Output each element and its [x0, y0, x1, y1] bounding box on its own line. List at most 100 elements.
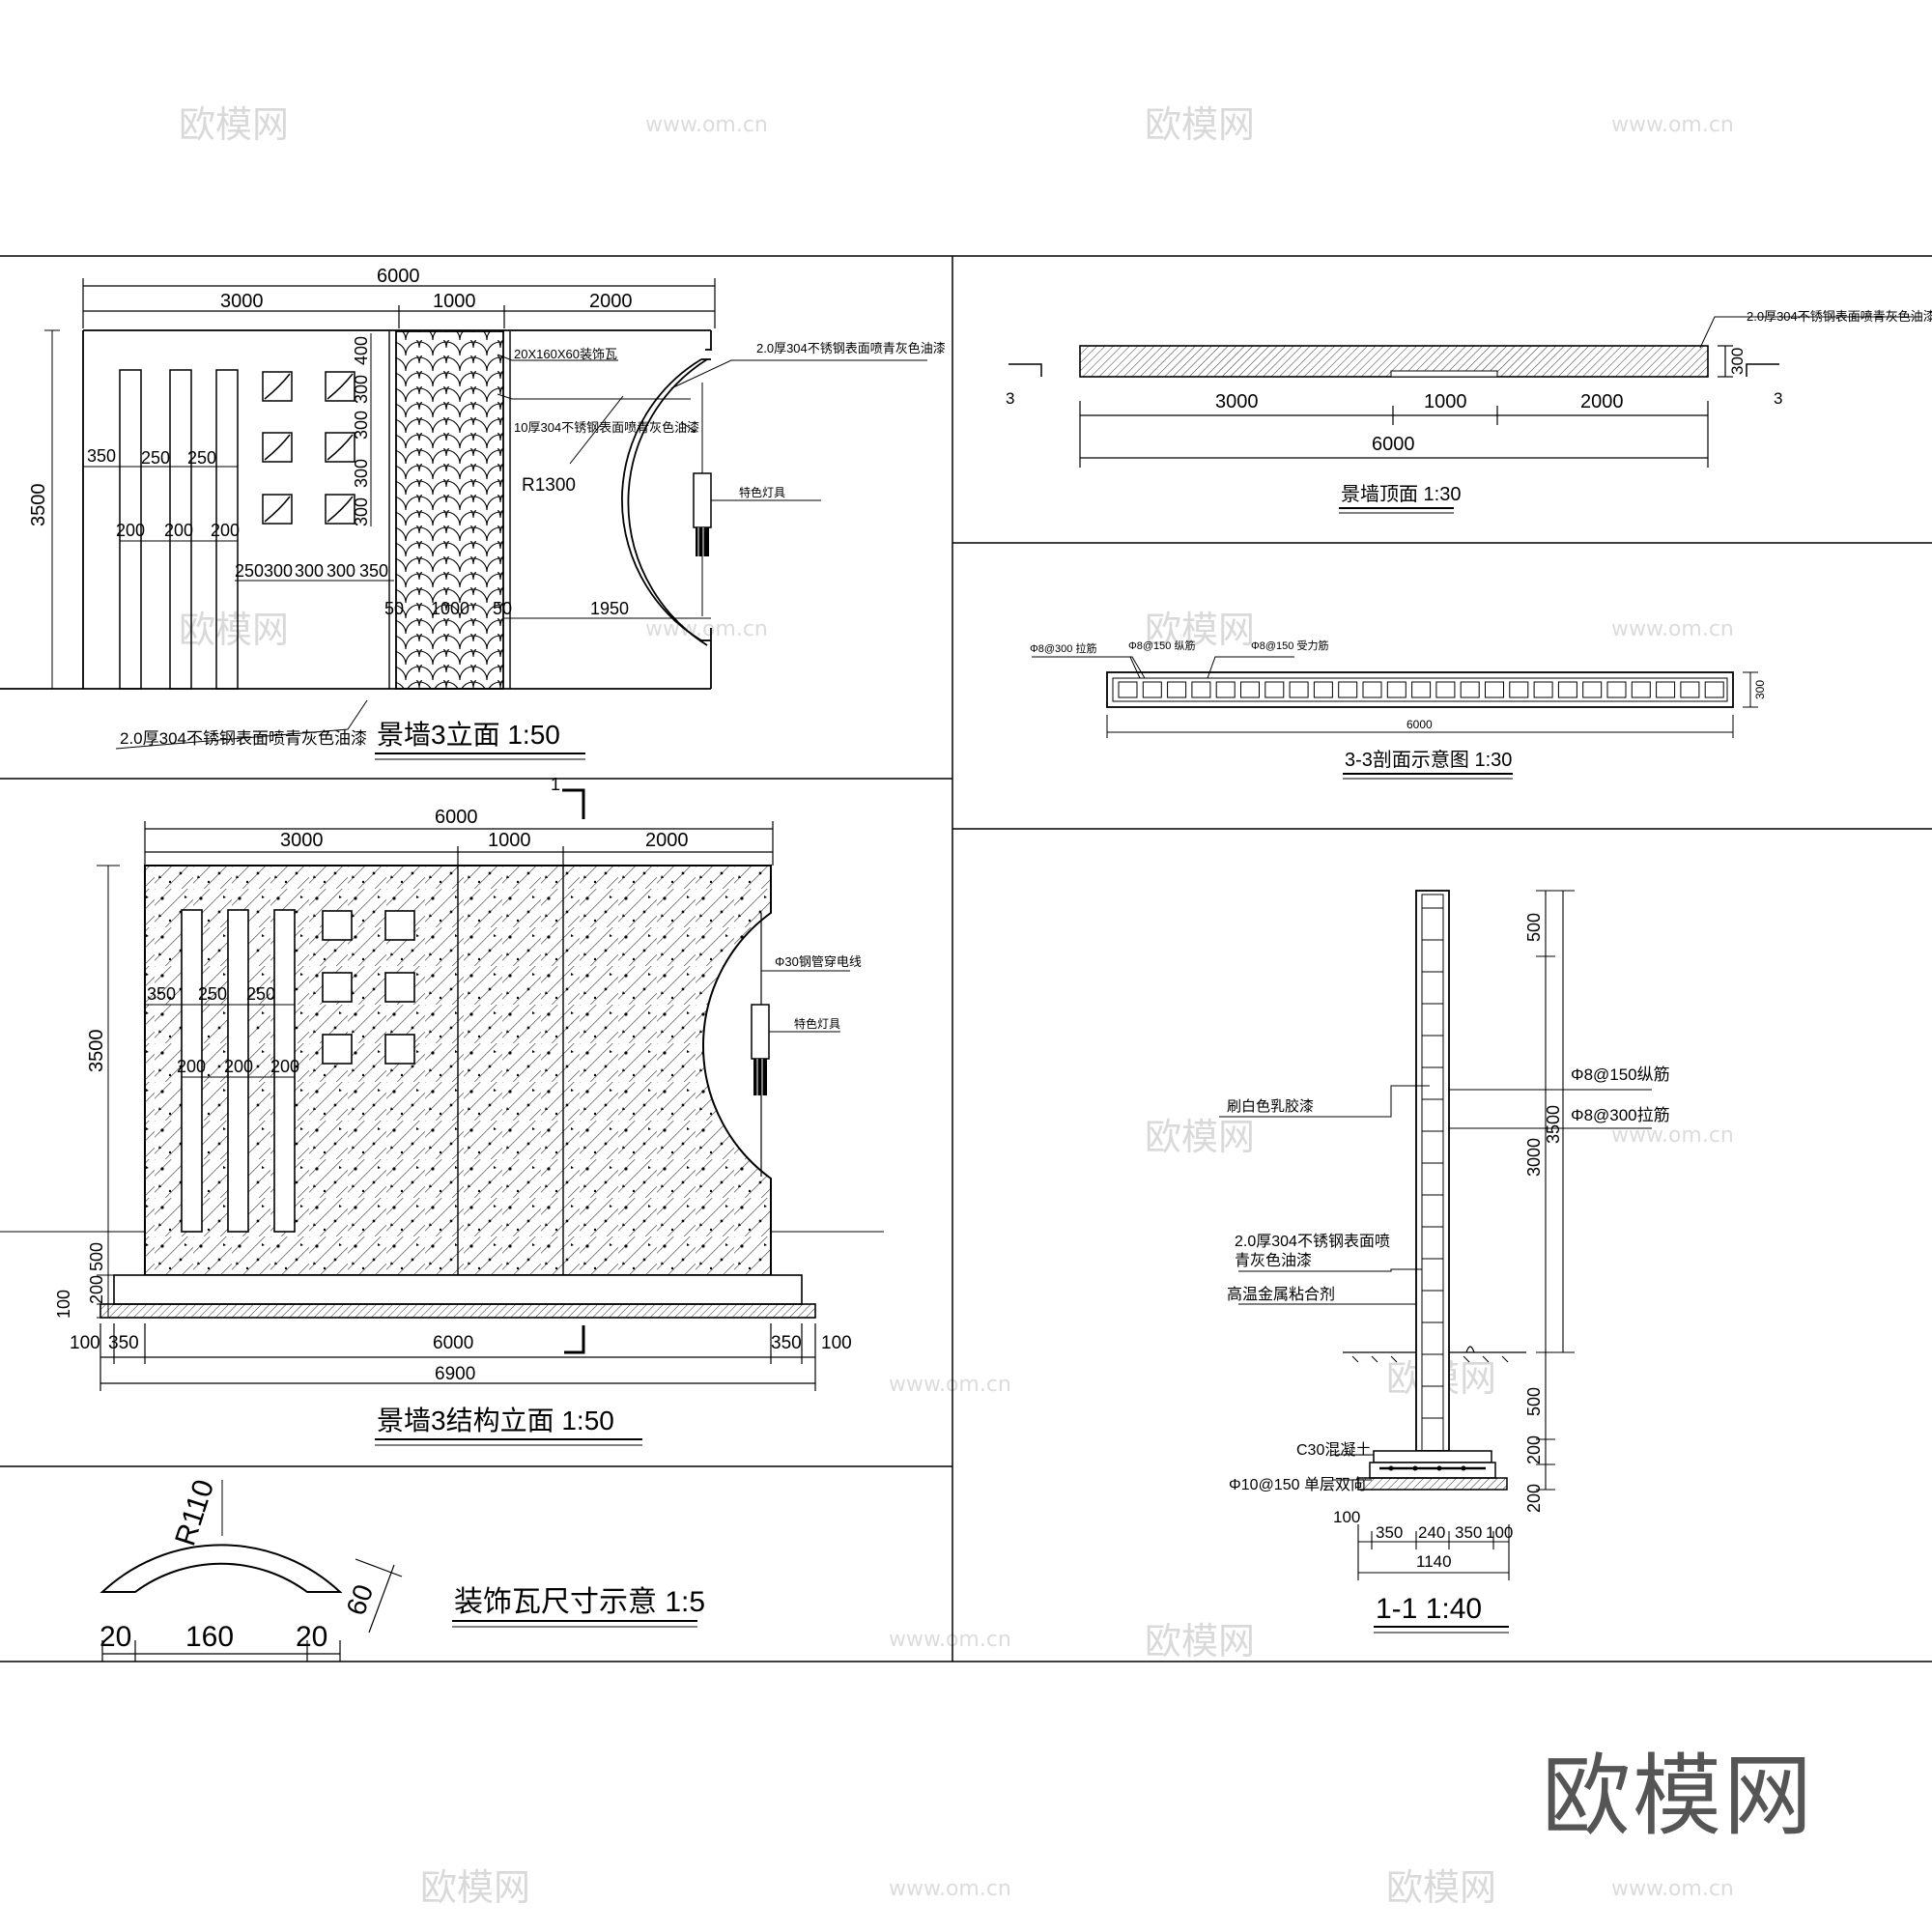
dim-bottom-overall: 6900: [435, 1364, 475, 1384]
dim-strip-width: 200: [116, 521, 145, 540]
dim-right: 3000: [1524, 1138, 1544, 1177]
watermark-url: www.om.cn: [889, 1877, 1011, 1901]
dim-thickness: 60: [341, 1580, 380, 1619]
dim-strip-spacing: 350: [147, 984, 176, 1004]
note-rebar-tie: Φ8@300拉筋: [1571, 1106, 1670, 1124]
dim-mid: 1000: [488, 830, 531, 851]
watermark-logo: 欧模网: [1145, 1116, 1255, 1158]
panel-title: 景墙3结构立面 1:50: [377, 1406, 614, 1435]
dim-right: 500: [1524, 1387, 1544, 1416]
dim-bottom-overall: 1140: [1416, 1552, 1452, 1571]
note-lamp: 特色灯具: [794, 1016, 840, 1031]
dim-bottom: 350: [1376, 1523, 1403, 1542]
dim-square-row: 300: [295, 561, 324, 581]
dim-strip-spacing: 350: [87, 446, 116, 466]
dim-left: 3000: [280, 830, 324, 851]
rebar-label: Φ8@150 纵筋: [1128, 639, 1195, 652]
dim-square-row: 350: [359, 561, 388, 581]
dim-base: 500: [87, 1242, 106, 1271]
dim-square-col: 300: [352, 459, 371, 488]
dim-mid: 1000: [1424, 391, 1467, 412]
panel-title: 3-3剖面示意图 1:30: [1345, 749, 1512, 771]
dimension-top: [82, 278, 716, 328]
rebar-tie: [1557, 681, 1577, 698]
rebar-tie: [1118, 681, 1138, 698]
dim-tile: 1000: [431, 599, 469, 618]
panel-title: 装饰瓦尺寸示意 1:5: [454, 1586, 705, 1618]
watermark-url: www.om.cn: [1611, 1123, 1734, 1148]
watermark-url: www.om.cn: [889, 1373, 1011, 1397]
rebar-tie: [1142, 681, 1162, 698]
note-steel-top: 2.0厚304不锈钢表面喷青灰色油漆: [756, 341, 946, 355]
panel-plan: 3 3 3000 1000 2000 6000 300 2.0厚304不锈钢表面…: [1006, 309, 1932, 514]
rebar-tie: [1533, 681, 1553, 698]
note-adhesive: 高温金属粘合剂: [1227, 1286, 1335, 1303]
square-windows: [322, 910, 415, 1065]
rebar-tie: [1460, 681, 1480, 698]
dim-square-row: 300: [264, 561, 293, 581]
radius-label: R1300: [522, 475, 576, 496]
panel-tile: R110 60 20 160 20 装饰瓦尺寸示意 1:5: [99, 1476, 705, 1662]
dim-strip-spacing: 250: [246, 984, 275, 1004]
note-steel-arc: 10厚304不锈钢表面喷青灰色油漆: [514, 420, 699, 435]
dim-depth: 300: [1728, 348, 1747, 375]
dim-base: 100: [54, 1290, 73, 1319]
rebar-tie: [1411, 681, 1432, 698]
note-rebar-long: Φ8@150纵筋: [1571, 1065, 1670, 1084]
panel-title: 景墙3立面 1:50: [377, 720, 560, 750]
watermark-url: www.om.cn: [1611, 617, 1734, 641]
dim-right: 2000: [1580, 391, 1624, 412]
dim-square-col: 400: [352, 336, 371, 365]
rebar-tie: [1509, 681, 1529, 698]
rebar-tie: [1485, 681, 1504, 698]
dim-bottom: 6000: [433, 1333, 473, 1353]
dim-tile: 50: [384, 599, 404, 618]
dim-square-col: 300: [352, 497, 371, 526]
sheet-frame: [0, 255, 1932, 1662]
rebar-tie: [1264, 681, 1285, 698]
footing: [1357, 1450, 1508, 1491]
dim-strip-width: 200: [164, 521, 193, 540]
rebar-tie: [1191, 681, 1211, 698]
watermark-layer: 欧模网 www.om.cn 欧模网 www.om.cn 欧模网 www.om.c…: [179, 103, 1734, 1909]
watermark-logo: 欧模网: [179, 609, 289, 651]
rebar-tie: [1167, 681, 1187, 698]
panel-title: 1-1 1:40: [1376, 1593, 1482, 1625]
note-steel: 青灰色油漆: [1235, 1252, 1312, 1269]
watermark-url: www.om.cn: [645, 113, 768, 137]
note-mesh: Φ10@150 单层双向: [1229, 1476, 1366, 1493]
dim-bottom: 350: [1455, 1523, 1482, 1542]
dim-bottom: 100: [70, 1333, 100, 1353]
dim-strip-width: 200: [270, 1057, 299, 1076]
dim-right: 2000: [645, 830, 689, 851]
note-conduit: Φ30钢管穿电线: [775, 954, 862, 969]
rebar-tie: [1215, 681, 1236, 698]
panel-elevation: 6000 3000 1000 2000 3500 350 250 250 200: [0, 266, 946, 760]
section-mark: 3: [1006, 389, 1014, 408]
watermark-logo: 欧模网: [179, 103, 289, 146]
dim-overall: 6000: [1372, 434, 1415, 455]
tile-profile: [99, 1544, 343, 1593]
dim-strip-spacing: 250: [198, 984, 227, 1004]
panel-section11: 500 3000 3500 500 200 200 刷白色乳胶漆 2.0厚304…: [1219, 890, 1670, 1634]
dim-right: 200: [1524, 1435, 1544, 1464]
dim-strip-width: 200: [211, 521, 240, 540]
decorative-tile-panel: [395, 330, 504, 690]
watermark-url: www.om.cn: [1611, 1877, 1734, 1901]
watermark-logo: 欧模网: [1145, 1620, 1255, 1662]
note-steel: 2.0厚304不锈钢表面喷青灰色油漆: [1747, 309, 1932, 324]
dim-bottom: 100: [1486, 1523, 1513, 1542]
rebar-tie: [1704, 681, 1724, 698]
feature-lamp: [751, 913, 770, 1177]
dim-height: 3500: [28, 484, 49, 527]
panel-title: 景墙顶面 1:30: [1341, 483, 1461, 505]
dim-square-row: 250: [235, 561, 264, 581]
rebar-tie: [1289, 681, 1309, 698]
ground-line: [1343, 1351, 1526, 1363]
dim-strip-spacing: 250: [187, 448, 216, 468]
dim-tile: 160: [185, 1621, 234, 1653]
note-steel: 2.0厚304不锈钢表面喷: [1235, 1233, 1390, 1250]
watermark-logo: 欧模网: [1145, 103, 1255, 146]
dim-right: 3500: [1544, 1105, 1563, 1144]
square-windows: [262, 371, 355, 525]
